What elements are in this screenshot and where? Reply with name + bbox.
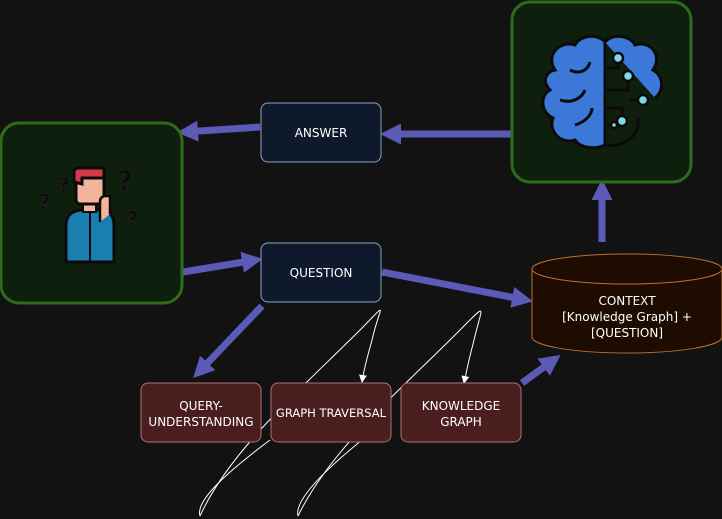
arrow-question-to-query-understanding — [193, 303, 265, 379]
brain-circuit-icon — [541, 34, 663, 150]
question-label: QUESTION — [290, 266, 353, 280]
context-label-line1: CONTEXT — [598, 294, 656, 308]
answer-node: ANSWER — [260, 102, 382, 163]
graph-traversal-node: GRAPH TRAVERSAL — [270, 382, 392, 443]
knowledge-graph-label-line1: KNOWLEDGE — [422, 399, 501, 413]
answer-label: ANSWER — [295, 126, 348, 140]
user-box: ? ? ? ? — [0, 121, 184, 305]
question-node: QUESTION — [260, 242, 382, 303]
context-datastore: CONTEXT [Knowledge Graph] + [QUESTION] — [531, 253, 722, 354]
loop-sketch-lower-mid — [297, 439, 363, 517]
context-label-line2: [Knowledge Graph] + — [562, 310, 692, 324]
svg-text:?: ? — [38, 191, 51, 216]
query-understanding-node: QUERY- UNDERSTANDING — [140, 382, 262, 443]
arrow-answer-to-user — [177, 120, 261, 142]
knowledge-graph-label-line2: GRAPH — [440, 415, 482, 429]
svg-text:?: ? — [58, 173, 70, 197]
context-label-line3: [QUESTION] — [591, 326, 663, 340]
arrow-knowledge-graph-to-context — [519, 354, 561, 386]
llm-box — [510, 0, 693, 184]
query-understanding-label-line2: UNDERSTANDING — [148, 415, 253, 429]
svg-text:?: ? — [127, 207, 139, 231]
loop-arrow-to-graph-traversal — [199, 309, 381, 517]
arrow-question-to-context — [381, 268, 533, 308]
query-understanding-label-line1: QUERY- — [179, 399, 223, 413]
knowledge-graph-node: KNOWLEDGE GRAPH — [400, 382, 522, 443]
svg-text:?: ? — [117, 164, 133, 197]
arrow-user-to-question — [182, 251, 263, 276]
loop-sketch-lower-left — [199, 439, 271, 517]
confused-person-icon: ? ? ? ? — [38, 164, 139, 264]
graph-traversal-label: GRAPH TRAVERSAL — [276, 406, 387, 420]
loop-arrow-to-knowledge-graph — [297, 310, 482, 517]
